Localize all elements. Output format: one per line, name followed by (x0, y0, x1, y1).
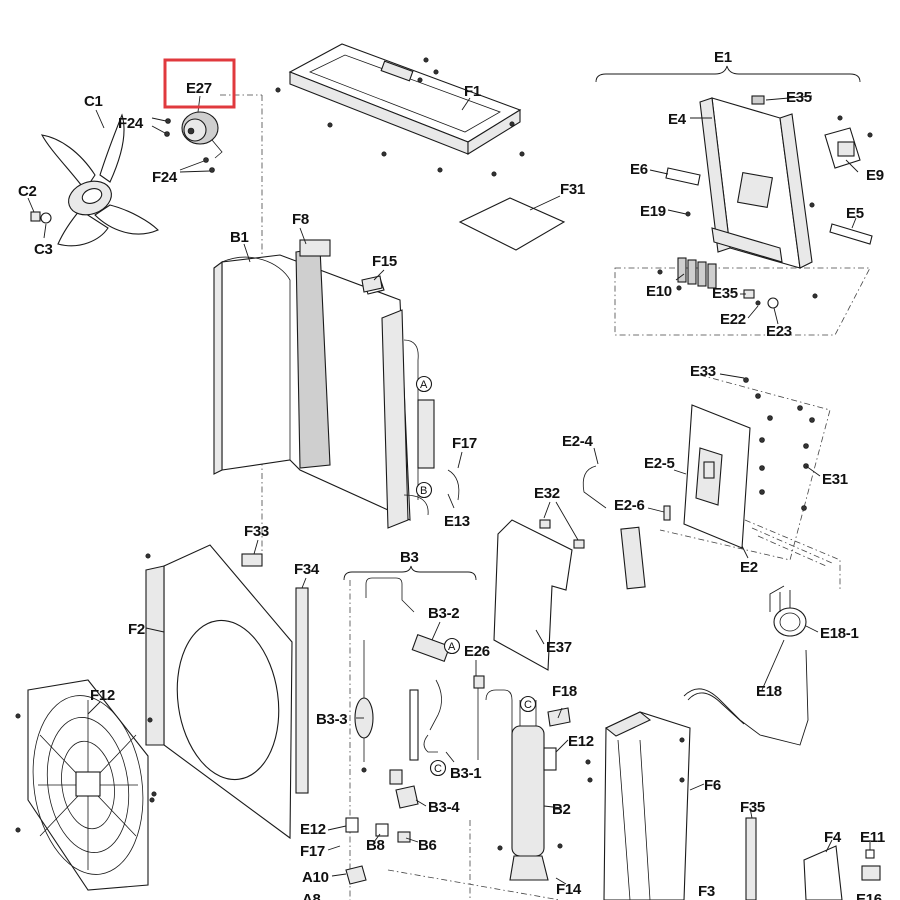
label-e1: E1 (714, 49, 732, 66)
label-e18-1: E18-1 (820, 625, 859, 642)
label-c2: C2 (18, 183, 37, 200)
label-b8: B8 (366, 837, 385, 854)
side-panel (585, 711, 691, 900)
label-e23: E23 (766, 323, 792, 340)
label-e11: E11 (860, 829, 885, 846)
label-e37: E37 (546, 639, 572, 656)
side-strip (295, 587, 309, 794)
label-f35: F35 (740, 799, 765, 816)
label-c1: C1 (84, 93, 103, 110)
label-f17: F17 (452, 435, 477, 452)
insulation-pad (458, 197, 566, 251)
label-f6: F6 (704, 777, 721, 794)
label-e27: E27 (186, 80, 212, 97)
valve-cover (803, 845, 843, 900)
label-b6: B6 (418, 837, 437, 854)
label-e6: E6 (630, 161, 648, 178)
label-e18: E18 (756, 683, 782, 700)
label-e16: E16 (856, 891, 882, 900)
accumulator (485, 689, 571, 881)
label-f33: F33 (244, 523, 269, 540)
fan-motor-icon (181, 111, 223, 159)
highlight-box-e27 (163, 58, 236, 109)
label-f18: F18 (552, 683, 577, 700)
label-e22: E22 (720, 311, 746, 328)
label-a8: A8 (302, 891, 321, 900)
label-b2: B2 (552, 801, 571, 818)
label-f1: F1 (464, 83, 481, 100)
label-f4: F4 (824, 829, 842, 846)
label-f17: F17 (300, 843, 325, 860)
label-e31: E31 (822, 471, 848, 488)
connector-b: B (420, 485, 427, 497)
label-e33: E33 (690, 363, 716, 380)
label-e35: E35 (786, 89, 812, 106)
label-f3: F3 (698, 883, 715, 900)
service-strip (745, 817, 757, 900)
wire-harness (683, 585, 809, 746)
label-e2-6: E2-6 (614, 497, 645, 514)
connector-c: C (434, 763, 442, 775)
fan-guard (15, 679, 155, 891)
label-e32: E32 (534, 485, 560, 502)
label-f34: F34 (294, 561, 320, 578)
label-e12: E12 (568, 733, 594, 750)
label-e26: E26 (464, 643, 490, 660)
label-e9: E9 (866, 167, 884, 184)
front-frame (145, 544, 293, 840)
nut-icon (30, 211, 41, 222)
label-e2-5: E2-5 (644, 455, 675, 472)
screw-icon (151, 117, 215, 173)
connector-c: C (524, 699, 532, 711)
washer-icon (40, 212, 52, 224)
clip-f15 (361, 275, 383, 293)
terminal-block (861, 865, 881, 881)
top-panel (275, 43, 525, 177)
label-e5: E5 (846, 205, 864, 222)
group-bracket-e1 (595, 65, 861, 83)
label-e12: E12 (300, 821, 326, 838)
connector-a: A (448, 641, 456, 653)
label-e19: E19 (640, 203, 666, 220)
label-f8: F8 (292, 211, 309, 228)
connector-a: A (420, 379, 428, 391)
label-b3: B3 (400, 549, 419, 566)
label-b3-1: B3-1 (450, 765, 481, 782)
main-pcb (539, 377, 815, 590)
group-bracket-b3 (343, 565, 477, 581)
connector-markers: A B A C C (415, 375, 537, 777)
label-e4: E4 (668, 111, 687, 128)
partition-sheet (493, 519, 573, 671)
label-f15: F15 (372, 253, 397, 270)
label-e35: E35 (712, 285, 738, 302)
label-f12: F12 (90, 687, 115, 704)
label-c3: C3 (34, 241, 53, 258)
label-f14: F14 (556, 881, 582, 898)
label-a10: A10 (302, 869, 329, 886)
clip-block (241, 553, 263, 567)
label-b3-4: B3-4 (428, 799, 460, 816)
label-e2-4: E2-4 (562, 433, 593, 450)
control-box (657, 95, 873, 309)
label-f31: F31 (560, 181, 585, 198)
label-e10: E10 (646, 283, 672, 300)
clamp (865, 849, 875, 859)
label-b3-2: B3-2 (428, 605, 459, 622)
part-labels: C1 C2 C3 F24 F24 E27 F1 F31 E1 E35 E4 E9… (18, 49, 885, 900)
leader-lines (27, 95, 871, 885)
label-f24: F24 (152, 169, 178, 186)
label-f24: F24 (118, 115, 144, 132)
heat-exchanger (213, 239, 460, 529)
label-f2: F2 (128, 621, 145, 638)
label-e2: E2 (740, 559, 758, 576)
label-e13: E13 (444, 513, 470, 530)
label-b3-3: B3-3 (316, 711, 347, 728)
fan-blade-icon (40, 113, 159, 247)
label-b1: B1 (230, 229, 249, 246)
